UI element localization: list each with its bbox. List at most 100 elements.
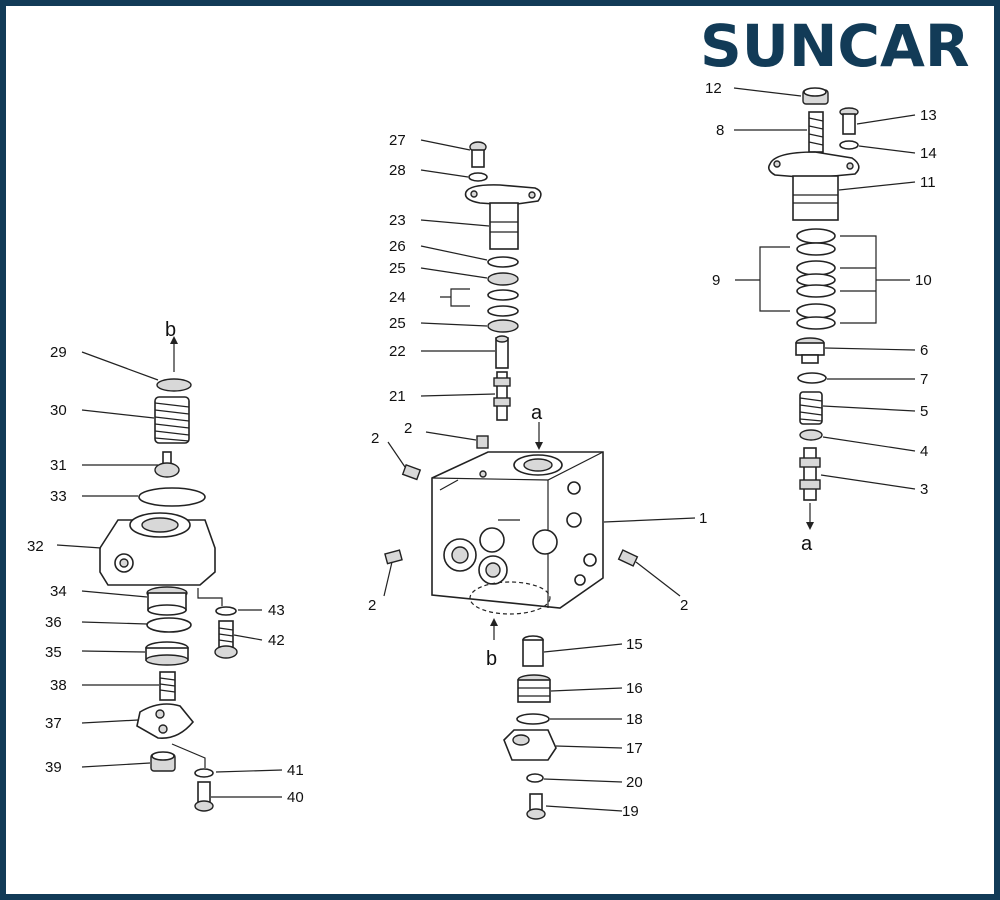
part-17-cap [503,729,557,761]
part-24-o-ring [487,289,519,301]
callout-2: 2 [680,597,688,614]
callout-6: 6 [920,342,928,359]
callout-labels: 29 30 31 33 32 34 36 35 38 37 39 41 40 4… [27,80,937,820]
flow-marker-b: b [486,648,497,670]
callout-2: 2 [368,597,376,614]
callout-10: 10 [915,272,932,289]
callout-26: 26 [389,238,406,255]
part-2-plug [617,549,639,567]
logo-text: SUNCAR [700,12,970,80]
part-10-backup-ring [796,228,836,244]
part-8-stud [808,111,824,153]
callout-14: 14 [920,145,937,162]
part-10-backup-ring [796,316,836,330]
callout-18: 18 [626,711,643,728]
callout-2: 2 [404,420,412,437]
callout-36: 36 [45,614,62,631]
callout-4: 4 [920,443,928,460]
callout-37: 37 [45,715,62,732]
part-10-backup-ring [796,284,836,298]
part-18-o-ring [516,713,550,725]
part-7-o-ring [797,372,827,384]
callout-9: 9 [712,272,720,289]
flow-markers: a a b b [165,319,813,670]
callout-19: 19 [622,803,639,820]
part-26-o-ring [487,256,519,268]
callout-39: 39 [45,759,62,776]
leader-lines [56,87,916,812]
part-23-cover [464,184,542,250]
left-assembly [99,336,238,812]
part-29-washer [156,378,192,392]
callout-13: 13 [920,107,937,124]
part-21-spool [493,371,511,421]
callout-24: 24 [389,289,406,306]
callout-35: 35 [45,644,62,661]
part-35-cap [145,641,189,666]
callout-25: 25 [389,260,406,277]
part-2-plug [401,464,422,481]
part-34-piston [146,586,188,616]
callout-21: 21 [389,388,406,405]
callout-11: 11 [920,174,936,191]
part-41-washer [194,768,214,778]
callout-34: 34 [50,583,67,600]
callout-22: 22 [389,343,406,360]
part-10-backup-ring [796,260,836,276]
callout-42: 42 [268,632,285,649]
callout-20: 20 [626,774,643,791]
callout-16: 16 [626,680,643,697]
callout-12: 12 [705,80,722,97]
part-1-valve-body [431,451,604,615]
callout-25: 25 [389,315,406,332]
part-5-spring [799,391,823,425]
callout-23: 23 [389,212,406,229]
part-11-cover [768,151,860,221]
part-14-washer [839,140,859,150]
part-22-plunger [495,335,509,369]
callout-28: 28 [389,162,406,179]
callout-27: 27 [389,132,406,149]
arrow-up-icon [490,618,498,626]
part-19-bolt [526,793,546,820]
part-2-plug [384,549,403,565]
part-43-washer [215,606,237,616]
callout-8: 8 [716,122,724,139]
part-20-washer [526,773,544,783]
part-37-flange [136,703,195,739]
part-42-bolt [214,620,238,659]
callout-31: 31 [50,457,67,474]
part-3-spool [799,447,821,501]
part-36-o-ring [146,617,192,633]
part-15-sleeve [522,635,544,667]
callout-43: 43 [268,602,285,619]
callout-17: 17 [626,740,643,757]
part-16-valve [517,674,551,703]
callout-40: 40 [287,789,304,806]
flow-marker-b: b [165,319,176,341]
callout-15: 15 [626,636,643,653]
arrow-up-icon [170,336,178,344]
flow-marker-a: a [801,533,813,555]
callout-7: 7 [920,371,928,388]
part-33-o-ring [138,487,206,507]
part-4-seat [799,429,823,441]
part-25-backup-ring [487,319,519,333]
part-25-backup-ring [487,272,519,286]
part-13-bolt [839,107,859,135]
callout-38: 38 [50,677,67,694]
part-9-o-ring [796,303,836,319]
callout-5: 5 [920,403,928,420]
part-12-nut [802,87,829,105]
part-27-bolt [469,141,487,168]
part-32-housing [99,512,216,586]
callout-41: 41 [287,762,304,779]
callout-3: 3 [920,481,928,498]
part-9-o-ring [796,242,836,256]
center-assembly [384,141,639,820]
part-30-spring [154,396,190,444]
part-6-piston [795,337,825,364]
right-assembly [759,87,877,530]
